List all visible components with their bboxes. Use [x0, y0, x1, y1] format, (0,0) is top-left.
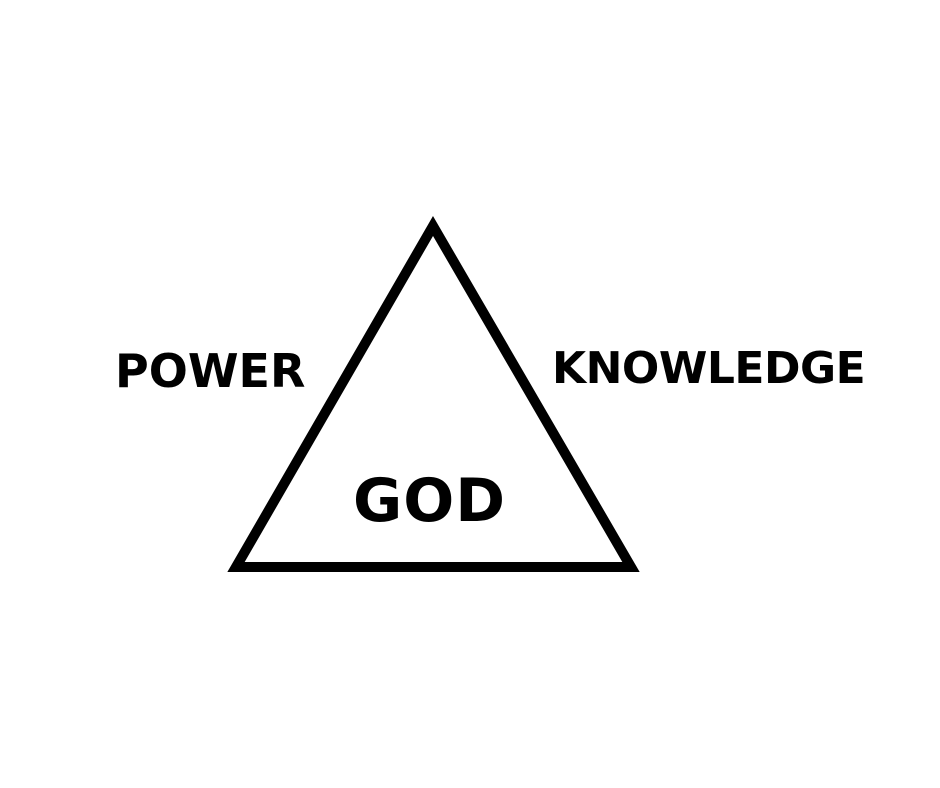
label-knowledge: KNOWLEDGE: [552, 343, 866, 394]
label-god: GOD: [353, 466, 507, 536]
label-power: POWER: [115, 344, 306, 398]
triangle-shape: [227, 216, 640, 572]
